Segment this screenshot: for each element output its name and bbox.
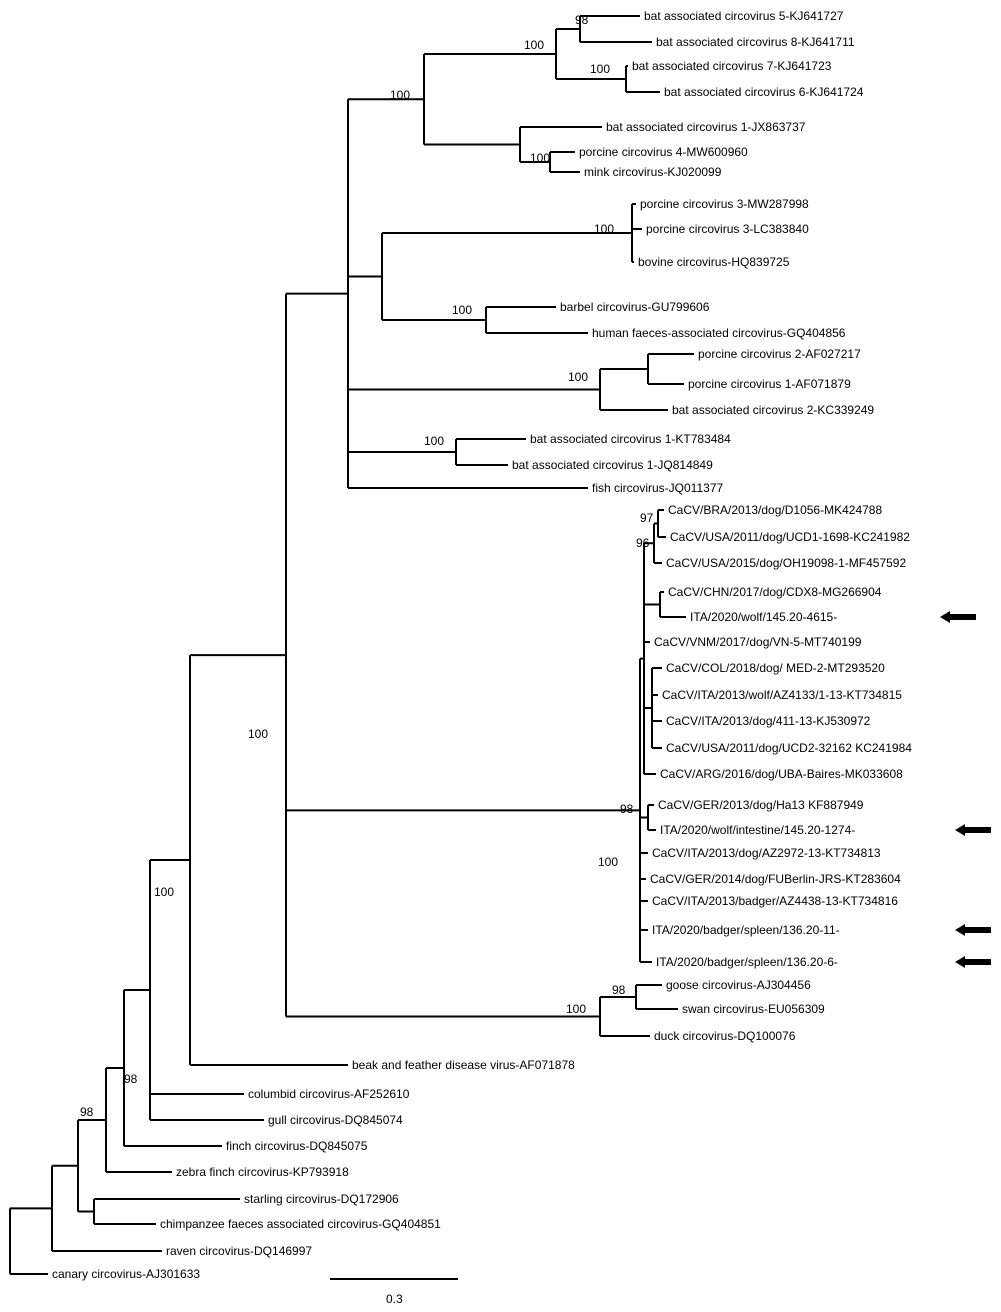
leaf-label-usa3: CaCV/USA/2011/dog/UCD2-32162 KC241984 xyxy=(666,741,912,755)
leaf-label-hfac: human faeces-associated circovirus-GQ404… xyxy=(592,326,846,340)
bootstrap-b_pcv4: 100 xyxy=(530,151,550,165)
leaf-label-chimp: chimpanzee faeces associated circovirus-… xyxy=(160,1217,441,1231)
leaf-label-swan: swan circovirus-EU056309 xyxy=(682,1002,825,1016)
leaf-label-finch: finch circovirus-DQ845075 xyxy=(226,1139,368,1153)
bootstrap-b_bigclade: 100 xyxy=(248,727,268,741)
bootstrap-b_goose: 98 xyxy=(612,983,626,997)
leaf-label-bac7: bat associated circovirus 7-KJ641723 xyxy=(632,59,832,73)
leaf-label-barbel: barbel circovirus-GU799606 xyxy=(560,300,710,314)
leaf-label-ita_b13: CaCV/ITA/2013/badger/AZ4438-13-KT734816 xyxy=(652,894,898,908)
leaf-label-raven: raven circovirus-DQ146997 xyxy=(166,1244,312,1258)
bootstrap-b_cacv: 100 xyxy=(598,855,618,869)
bootstrap-b_cacv97: 97 xyxy=(640,511,654,525)
leaf-label-pcv3a: porcine circovirus 3-MW287998 xyxy=(640,197,809,211)
leaf-label-bac1c: bat associated circovirus 1-JQ814849 xyxy=(512,458,713,472)
leaf-label-bac1b: bat associated circovirus 1-KT783484 xyxy=(530,432,731,446)
arrow-left-icon-ita_w1 xyxy=(940,611,976,623)
leaf-label-bfdv: beak and feather disease virus-AF071878 xyxy=(352,1058,575,1072)
leaf-label-chn: CaCV/CHN/2017/dog/CDX8-MG266904 xyxy=(668,585,882,599)
leaf-label-ita_d2972: CaCV/ITA/2013/dog/AZ2972-13-KT734813 xyxy=(652,846,881,860)
leaf-label-pcv2: porcine circovirus 2-AF027217 xyxy=(698,347,861,361)
bootstrap-b_finch98a: 98 xyxy=(124,1072,138,1086)
leaf-label-zfinch: zebra finch circovirus-KP793918 xyxy=(176,1165,349,1179)
bootstrap-b_finch98b: 98 xyxy=(80,1105,94,1119)
bootstrap-b_bac1: 100 xyxy=(424,434,444,448)
bootstrap-b_cacv_in: 98 xyxy=(620,802,634,816)
leaf-label-gull: gull circovirus-DQ845074 xyxy=(268,1113,403,1127)
leaf-label-ita_b6: ITA/2020/badger/spleen/136.20-6- xyxy=(656,955,838,969)
leaf-label-pcv4: porcine circovirus 4-MW600960 xyxy=(579,145,748,159)
bootstrap-b_bac5876: 100 xyxy=(524,38,544,52)
leaf-label-bac8: bat associated circovirus 8-KJ641711 xyxy=(656,35,855,49)
highlight-arrows xyxy=(940,611,991,968)
bootstrap-labels: 98 100 100 100 100 100 100 100 100 100 97 96 98 100 10… xyxy=(80,13,654,1119)
bootstrap-b_pcv3: 100 xyxy=(594,222,614,236)
bootstrap-b_upper: 100 xyxy=(154,885,174,899)
leaf-label-ita_d411: CaCV/ITA/2013/dog/411-13-KJ530972 xyxy=(666,714,871,728)
leaf-label-bovine: bovine circovirus-HQ839725 xyxy=(638,255,790,269)
bootstrap-b_barbel: 100 xyxy=(452,303,472,317)
scale-bar: 0.3 xyxy=(330,1278,458,1306)
tree-branches xyxy=(9,15,694,1275)
leaf-label-columbid: columbid circovirus-AF252610 xyxy=(248,1087,410,1101)
leaf-label-starling: starling circovirus-DQ172906 xyxy=(244,1192,399,1206)
arrow-left-icon-ita_b6 xyxy=(955,956,991,968)
leaf-label-ita_b11: ITA/2020/badger/spleen/136.20-11- xyxy=(652,923,840,937)
leaf-label-vnm: CaCV/VNM/2017/dog/VN-5-MT740199 xyxy=(654,635,862,649)
bootstrap-b_top: 100 xyxy=(390,88,410,102)
leaf-label-goose: goose circovirus-AJ304456 xyxy=(666,978,811,992)
leaf-label-pcv1: porcine circovirus 1-AF071879 xyxy=(688,377,851,391)
leaf-label-ger1: CaCV/GER/2013/dog/Ha13 KF887949 xyxy=(658,798,864,812)
leaf-label-ita_w2: ITA/2020/wolf/intestine/145.20-1274- xyxy=(660,823,855,837)
leaf-label-col: CaCV/COL/2018/dog/ MED-2-MT293520 xyxy=(666,661,885,675)
leaf-label-bac5: bat associated circovirus 5-KJ641727 xyxy=(644,9,844,23)
leaf-label-canary: canary circovirus-AJ301633 xyxy=(52,1267,200,1281)
bootstrap-b_cacv96: 96 xyxy=(636,536,650,550)
bootstrap-b_pcv12: 100 xyxy=(568,370,588,384)
leaf-label-bac2: bat associated circovirus 2-KC339249 xyxy=(672,403,874,417)
leaf-label-ger2: CaCV/GER/2014/dog/FUBerlin-JRS-KT283604 xyxy=(650,872,901,886)
bootstrap-b_anatid: 100 xyxy=(566,1002,586,1016)
leaf-label-fish: fish circovirus-JQ011377 xyxy=(592,481,723,495)
leaf-label-ita_w13: CaCV/ITA/2013/wolf/AZ4133/1-13-KT734815 xyxy=(662,688,902,702)
scale-bar-label: 0.3 xyxy=(386,1292,403,1306)
leaf-labels: bat associated circovirus 5-KJ641727 bat … xyxy=(52,9,912,1281)
leaf-label-mink: mink circovirus-KJ020099 xyxy=(584,165,722,179)
bootstrap-b_bac76: 100 xyxy=(590,62,610,76)
leaf-label-usa2: CaCV/USA/2015/dog/OH19098-1-MF457592 xyxy=(666,556,906,570)
leaf-label-bra: CaCV/BRA/2013/dog/D1056-MK424788 xyxy=(668,503,882,517)
leaf-label-bac6: bat associated circovirus 6-KJ641724 xyxy=(664,85,864,99)
leaf-label-pcv3b: porcine circovirus 3-LC383840 xyxy=(646,222,809,236)
bootstrap-b_bac58: 98 xyxy=(575,13,589,27)
leaf-label-duck: duck circovirus-DQ100076 xyxy=(654,1029,796,1043)
leaf-label-ita_w1: ITA/2020/wolf/145.20-4615- xyxy=(690,610,837,624)
arrow-left-icon-ita_b11 xyxy=(955,924,991,936)
leaf-label-arg: CaCV/ARG/2016/dog/UBA-Baires-MK033608 xyxy=(660,767,903,781)
arrow-left-icon-ita_w2 xyxy=(955,824,991,836)
leaf-label-bac1a: bat associated circovirus 1-JX863737 xyxy=(606,120,806,134)
leaf-label-usa1: CaCV/USA/2011/dog/UCD1-1698-KC241982 xyxy=(670,530,910,544)
